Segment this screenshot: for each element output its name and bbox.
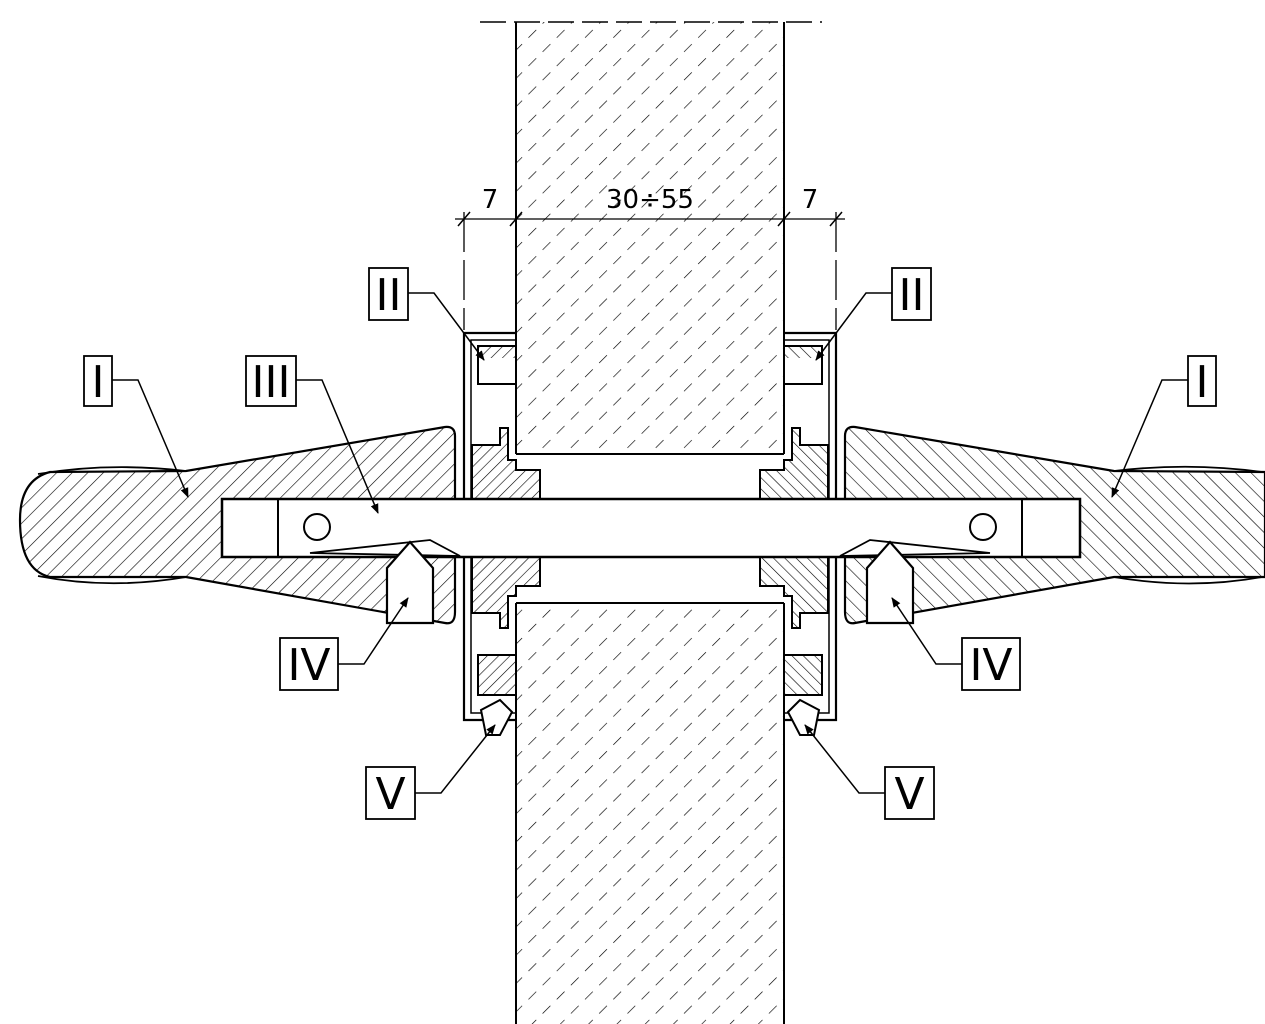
- fixing-screw-left: [479, 698, 514, 736]
- callout-rose-left: II: [368, 267, 409, 321]
- dimension-right-gap: 7: [802, 185, 819, 215]
- door-leaf-upper: [516, 22, 784, 454]
- rose-insert-right-bottom: [783, 654, 823, 696]
- callout-fixing-screw-right: V: [884, 766, 935, 820]
- dimension-door-thickness: 30÷55: [606, 185, 694, 215]
- spindle-hole-right: [969, 513, 997, 541]
- spindle-hole-left: [303, 513, 331, 541]
- svg-text:IV: IV: [969, 640, 1012, 691]
- svg-text:V: V: [894, 769, 924, 820]
- svg-text:V: V: [375, 769, 405, 820]
- bushing-right-lower: [759, 556, 829, 629]
- callout-handle-left: I: [83, 355, 113, 408]
- rose-insert-left-bottom: [477, 654, 517, 696]
- dimension-left-gap: 7: [482, 185, 499, 215]
- door-leaf-lower: [516, 603, 784, 1024]
- leader-lines: [112, 292, 1188, 794]
- svg-text:II: II: [376, 270, 402, 321]
- callout-fixing-screw-left: V: [365, 766, 416, 820]
- spindle: [220, 497, 1082, 559]
- dimension-lines: [455, 211, 845, 330]
- svg-text:II: II: [899, 270, 925, 321]
- callout-grub-screw-right: IV: [961, 637, 1021, 691]
- grub-screw-left: [385, 540, 435, 625]
- callout-rose-right: II: [891, 267, 932, 321]
- svg-text:I: I: [1196, 357, 1209, 408]
- svg-text:I: I: [92, 357, 105, 408]
- callout-grub-screw-left: IV: [279, 637, 339, 691]
- fixing-screw-right: [786, 698, 821, 736]
- svg-text:IV: IV: [287, 640, 330, 691]
- grub-screw-right: [865, 540, 915, 625]
- callout-spindle: III: [245, 355, 297, 408]
- bushing-left-lower: [471, 556, 541, 629]
- svg-text:III: III: [252, 357, 291, 408]
- callout-handle-right: I: [1187, 355, 1217, 408]
